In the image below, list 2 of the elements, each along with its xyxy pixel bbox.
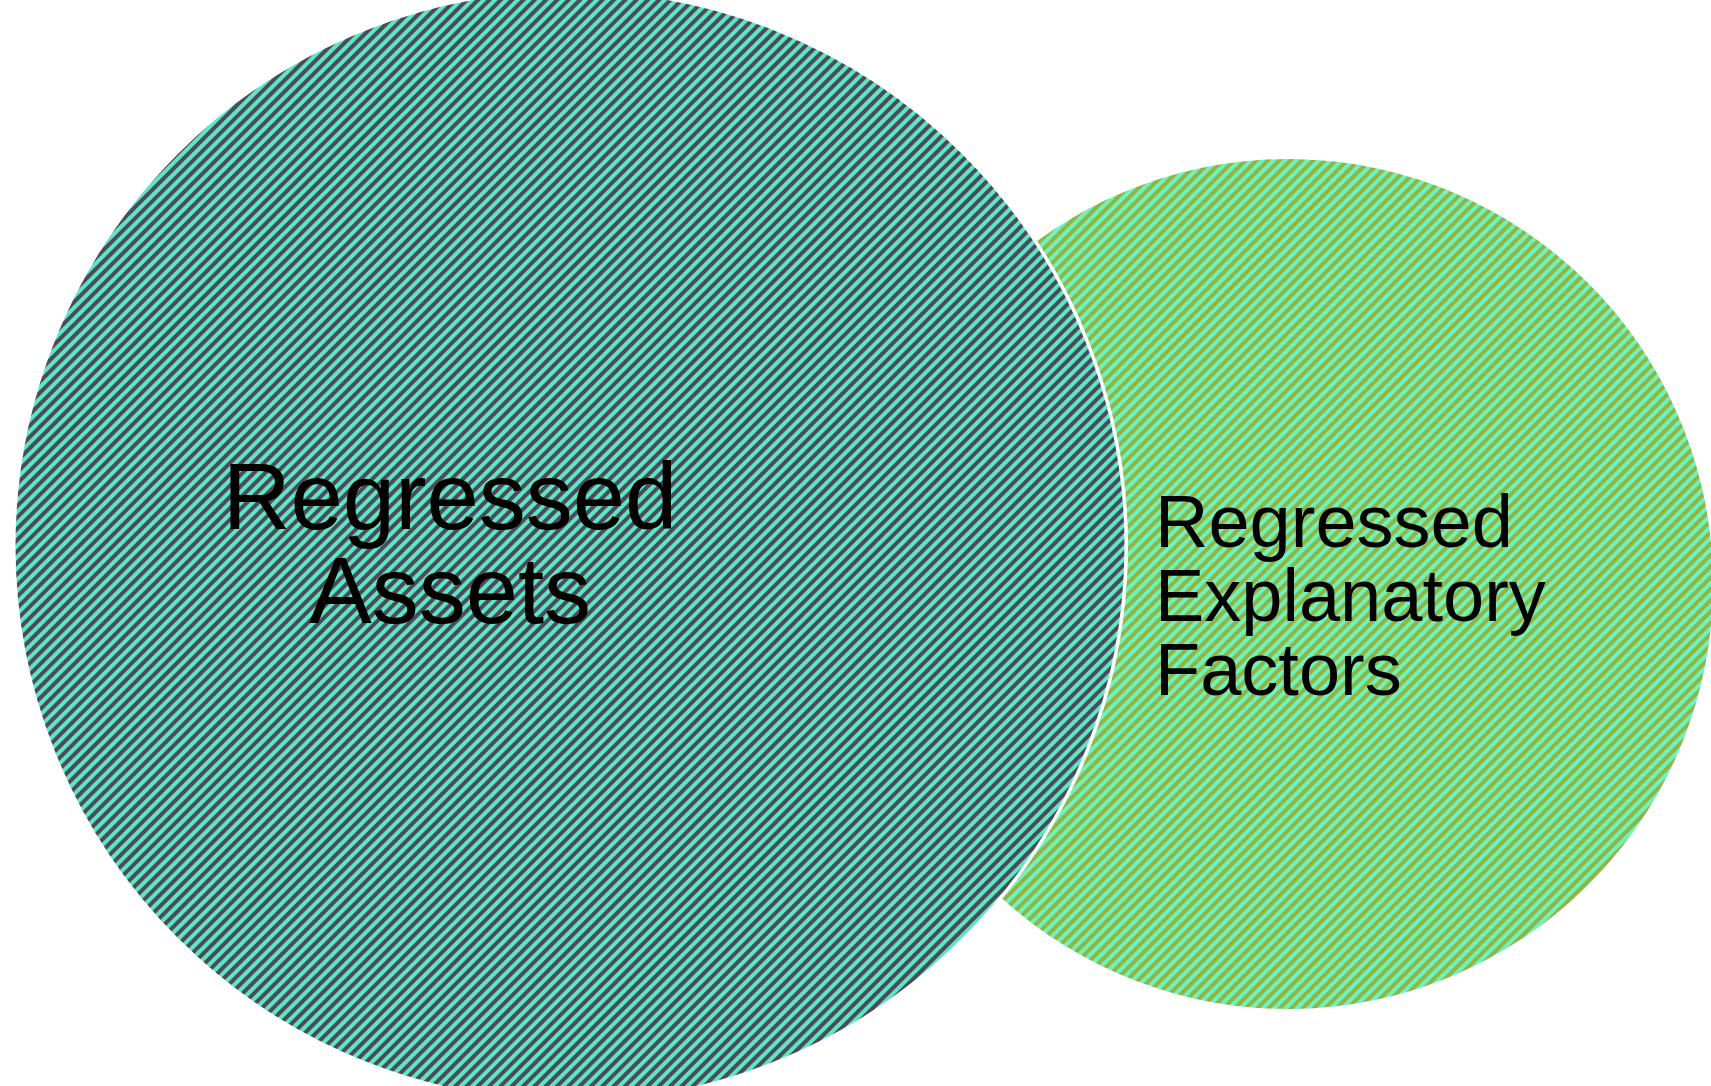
circle-label: Regressed Explanatory Factors — [1155, 485, 1547, 707]
circle-label: Regressed Assets — [221, 450, 679, 638]
